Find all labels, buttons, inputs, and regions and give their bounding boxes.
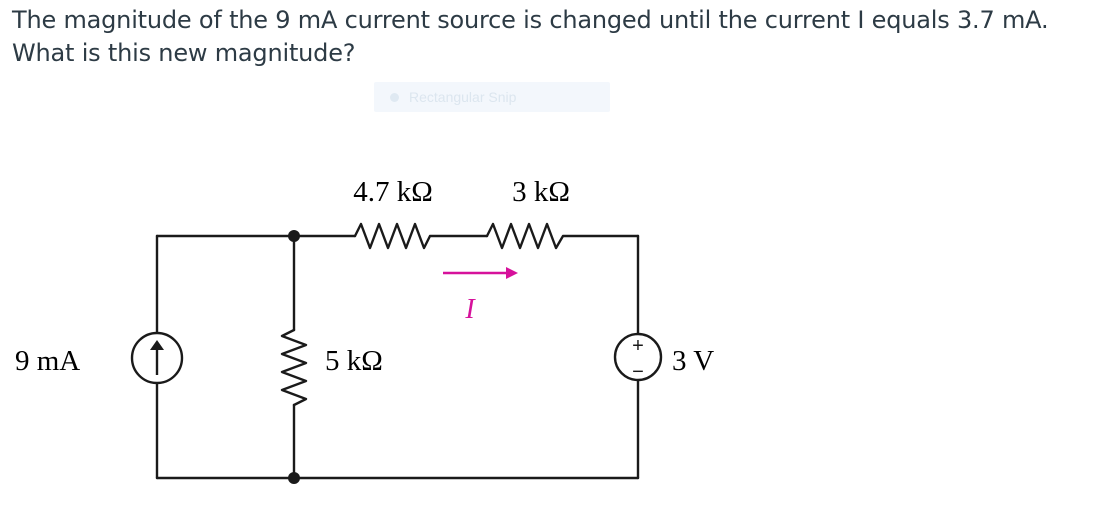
snip-label: Rectangular Snip [409, 89, 517, 105]
junction-node-bottom [288, 472, 300, 484]
current-source-label: 9 mA [15, 345, 80, 377]
current-source-arrowhead-icon [150, 340, 164, 350]
resistor-4-7k-zigzag [353, 222, 489, 250]
junction-node-top [288, 230, 300, 242]
snip-dot-icon [390, 92, 399, 102]
rectangular-snip-tooltip: Rectangular Snip [374, 82, 610, 112]
resistor-5k-zigzag [280, 328, 308, 407]
resistor-3k-zigzag [485, 222, 640, 250]
resistor-3k-label: 3 kΩ [512, 176, 570, 208]
current-i-arrowhead-icon [506, 267, 518, 279]
question-text: The magnitude of the 9 mA current source… [12, 6, 1049, 67]
voltage-source-minus-sign: − [632, 361, 644, 383]
resistor-5k-label: 5 kΩ [325, 345, 383, 377]
resistor-4-7k-label: 4.7 kΩ [353, 176, 433, 208]
voltage-source-label: 3 V [672, 345, 714, 377]
current-i-label: I [464, 294, 476, 325]
voltage-source-plus-sign: + [632, 335, 644, 357]
voltage-source-circle [613, 332, 663, 382]
